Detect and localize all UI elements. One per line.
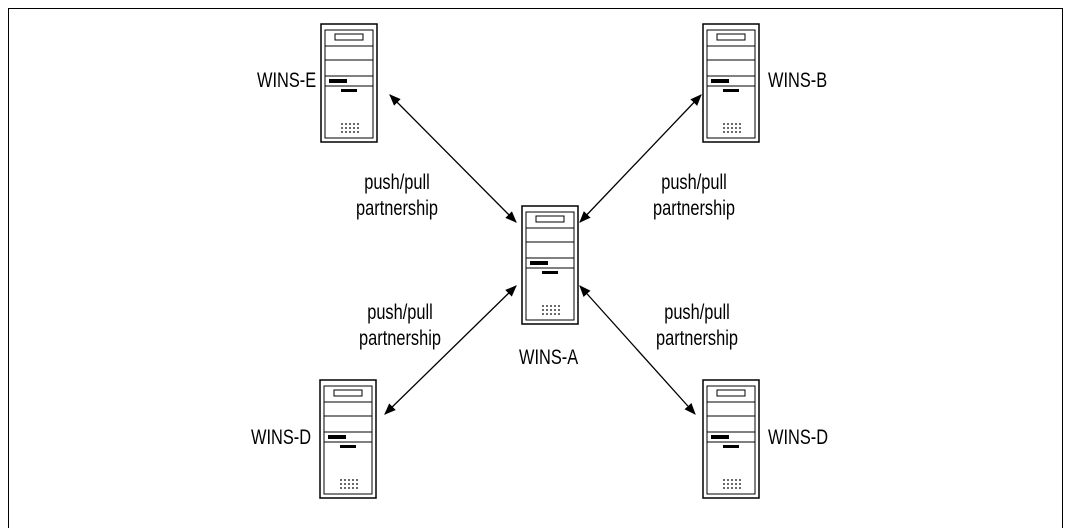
edge-bottom-right-arrow	[579, 285, 696, 415]
edge-label-bottom-right: push/pull partnership	[635, 300, 760, 352]
edge-bottom-left-arrow	[384, 285, 517, 415]
node-label-bottom-left: WINS-D	[251, 426, 312, 449]
edge-label-line1: push/pull	[367, 301, 433, 324]
edge-top-right-arrow	[579, 94, 702, 223]
edge-label-line1: push/pull	[664, 301, 730, 324]
edge-label-line2: partnership	[359, 327, 441, 350]
edge-label-line1: push/pull	[364, 171, 430, 194]
server-tower-icon	[702, 23, 760, 143]
node-label-top-right: WINS-B	[768, 69, 828, 92]
edge-label-bottom-left: push/pull partnership	[338, 300, 463, 352]
server-bottom-right	[701, 378, 761, 500]
server-top-right	[701, 22, 761, 144]
edge-label-line2: partnership	[653, 197, 735, 220]
edge-label-top-right: push/pull partnership	[632, 170, 757, 222]
server-top-left	[319, 22, 379, 144]
edge-label-line2: partnership	[356, 197, 438, 220]
edge-label-line2: partnership	[656, 327, 738, 350]
server-tower-icon	[702, 379, 760, 499]
diagram-frame	[8, 8, 1063, 528]
server-tower-icon	[320, 23, 378, 143]
server-bottom-left	[318, 378, 378, 500]
server-center	[520, 204, 580, 326]
server-tower-icon	[319, 379, 377, 499]
edge-label-top-left: push/pull partnership	[335, 170, 460, 222]
edge-top-left-arrow	[389, 94, 517, 223]
node-label-center: WINS-A	[519, 346, 579, 369]
server-tower-icon	[521, 205, 579, 325]
edge-label-line1: push/pull	[661, 171, 727, 194]
node-label-bottom-right: WINS-D	[768, 426, 829, 449]
node-label-top-left: WINS-E	[257, 69, 317, 92]
